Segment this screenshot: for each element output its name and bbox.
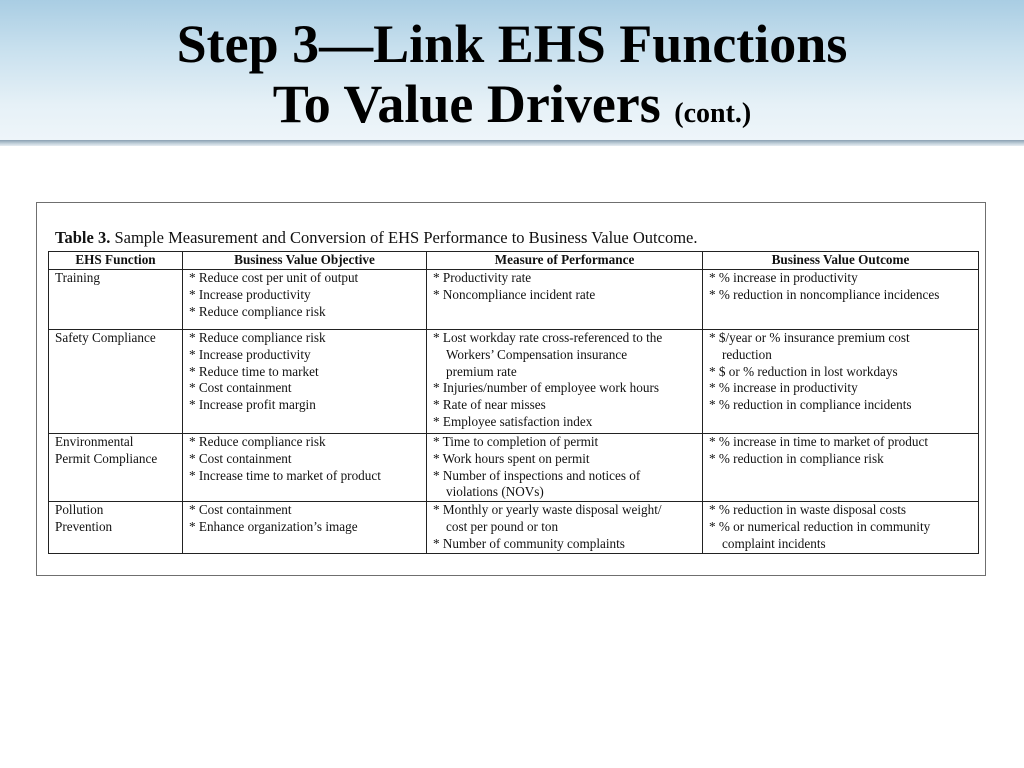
cell-line: Environmental [55,434,134,449]
slide-title-suffix: (cont.) [674,98,752,129]
cell-line: * Increase time to market of product [189,467,381,483]
cell-line: * Lost workday rate cross-referenced to … [433,330,663,345]
cell-line: * % reduction in compliance incidents [709,397,912,413]
cell-line: * Noncompliance incident rate [433,286,596,302]
cell-line: Workers’ Compensation insurance [446,346,628,362]
cell-line: premium rate [446,363,517,379]
outcome-cell: * % increase in productivity * % reducti… [702,269,979,330]
cell-line: * Reduce cost per unit of output [189,270,359,285]
cell-line: reduction [722,346,772,362]
cell-line: * % or numerical reduction in community [709,518,931,534]
cell-line: * % increase in productivity [709,270,858,285]
ehs-function-cell: Environmental Permit Compliance [48,432,183,503]
cell-line: * % increase in productivity [709,380,858,396]
outcome-cell: * $/year or % insurance premium cost red… [702,329,979,434]
measure-cell: * Monthly or yearly waste disposal weigh… [426,501,703,555]
cell-line: Pollution [55,502,104,518]
cell-line: * Cost containment [189,502,292,518]
objective-cell: * Reduce compliance risk * Increase prod… [182,329,427,434]
cell-line: complaint incidents [722,535,826,551]
cell-line: * % increase in time to market of produc… [709,434,928,449]
objective-cell: * Reduce compliance risk * Cost containm… [182,432,427,503]
cell-line: * $/year or % insurance premium cost [709,330,910,345]
column-header: Measure of Performance [426,251,703,270]
cell-line: * Increase productivity [189,346,311,362]
measure-cell: * Productivity rate * Noncompliance inci… [426,269,703,330]
measure-cell: * Lost workday rate cross-referenced to … [426,329,703,434]
slide-title-line-1: Step 3—Link EHS Functions [176,14,848,74]
table-caption: Table 3. Sample Measurement and Conversi… [55,228,698,248]
cell-line: * Enhance organization’s image [189,518,358,534]
cell-line: * Cost containment [189,380,292,396]
cell-line: * Number of inspections and notices of [433,467,641,483]
table-row: Safety Compliance * Reduce compliance ri… [48,329,979,434]
slide-title: Step 3—Link EHS Functions To Value Drive… [0,14,1024,144]
cell-line: * Rate of near misses [433,397,546,413]
cell-line: Permit Compliance [55,450,158,466]
cell-line: violations (NOVs) [446,484,544,500]
column-header: Business Value Objective [182,251,427,270]
objective-cell: * Cost containment * Enhance organizatio… [182,501,427,555]
ehs-function-cell: Safety Compliance [48,329,183,434]
column-header: Business Value Outcome [702,251,979,270]
outcome-cell: * % reduction in waste disposal costs * … [702,501,979,555]
cell-line: * Number of community complaints [433,535,625,551]
cell-line: * % reduction in compliance risk [709,450,884,466]
cell-line: * Work hours spent on permit [433,450,590,466]
ehs-table: EHS Function Business Value Objective Me… [48,251,979,555]
cell-line: * Increase productivity [189,286,311,302]
table-row: Environmental Permit Compliance * Reduce… [48,432,979,503]
header-divider [0,140,1024,146]
table-caption-text: Sample Measurement and Conversion of EHS… [110,228,698,247]
cell-line: * $ or % reduction in lost workdays [709,363,898,379]
ehs-function-cell: Pollution Prevention [48,501,183,555]
cell-line: Training [55,270,100,285]
cell-line: * Increase profit margin [189,397,316,413]
cell-line: * Time to completion of permit [433,434,599,449]
cell-line: * Employee satisfaction index [433,413,593,429]
cell-line: * Reduce compliance risk [189,330,326,345]
slide-title-main: To Value Drivers [272,74,661,134]
objective-cell: * Reduce cost per unit of output * Incre… [182,269,427,330]
measure-cell: * Time to completion of permit * Work ho… [426,432,703,503]
outcome-cell: * % increase in time to market of produc… [702,432,979,503]
table-image-frame: Table 3. Sample Measurement and Conversi… [36,202,986,576]
table-row: Training * Reduce cost per unit of outpu… [48,269,979,330]
cell-line: * Injuries/number of employee work hours [433,380,659,396]
cell-line: * % reduction in noncompliance incidence… [709,286,940,302]
slide-header-band: Step 3—Link EHS Functions To Value Drive… [0,0,1024,140]
table-caption-label: Table 3. [55,228,111,247]
cell-line: * Cost containment [189,450,292,466]
table-row: Pollution Prevention * Cost containment … [48,501,979,555]
table-header-row: EHS Function Business Value Objective Me… [48,251,979,270]
cell-line: cost per pound or ton [446,518,559,534]
cell-line: * Reduce compliance risk [189,303,326,319]
column-header: EHS Function [48,251,183,270]
cell-line: * Productivity rate [433,270,532,285]
cell-line: * Reduce time to market [189,363,319,379]
ehs-function-cell: Training [48,269,183,330]
cell-line: * % reduction in waste disposal costs [709,502,907,518]
slide-title-line-2: To Value Drivers (cont.) [0,74,1024,144]
cell-line: Safety Compliance [55,330,156,345]
cell-line: * Monthly or yearly waste disposal weigh… [433,502,662,518]
cell-line: * Reduce compliance risk [189,434,326,449]
cell-line: Prevention [55,518,113,534]
